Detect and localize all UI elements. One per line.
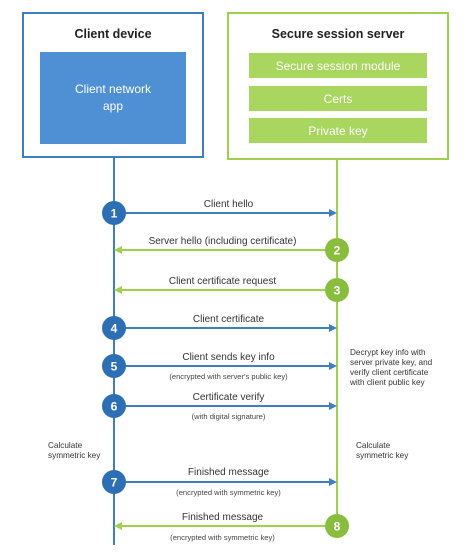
- step-circle-6: [102, 394, 126, 418]
- sublabel-step-5: (encrypted with server's public key): [169, 372, 288, 381]
- label-step-4: Client certificate: [192, 314, 265, 325]
- label-step-2: Server hello (including certificate): [148, 236, 297, 247]
- step-circle-5: [102, 354, 126, 378]
- arrowhead-step-5: [329, 362, 337, 370]
- step-number-8: 8: [334, 520, 341, 534]
- client-app-line-1: Client network: [74, 82, 152, 96]
- certs-box: Certs: [249, 86, 427, 111]
- client-network-app-box: Client network app: [40, 52, 186, 144]
- arrowhead-step-1: [329, 209, 337, 217]
- step-number-5: 5: [111, 360, 118, 374]
- label-step-1: Client hello: [203, 199, 254, 210]
- sublabel-step-8: (encrypted with symmetric key): [170, 533, 275, 542]
- step-number-1: 1: [111, 207, 118, 221]
- sublabel-step-6: (with digital signature): [191, 412, 266, 421]
- label-step-8: Finished message: [181, 512, 264, 523]
- server-calculate-note-line-1: Calculate: [356, 441, 391, 450]
- arrowhead-step-4: [329, 324, 337, 332]
- step-circle-8: [325, 514, 349, 538]
- label-step-7: Finished message: [187, 467, 270, 478]
- step-number-3: 3: [334, 284, 341, 298]
- private-key-box: Private key: [249, 118, 427, 143]
- step-number-2: 2: [334, 244, 341, 258]
- step-circle-3: [325, 278, 349, 302]
- arrowhead-step-6: [329, 402, 337, 410]
- step-circle-1: [102, 201, 126, 225]
- step-circle-4: [102, 316, 126, 340]
- step-number-6: 6: [111, 400, 118, 414]
- label-step-5: Client sends key info: [182, 352, 275, 363]
- client-calculate-note: Calculate symmetric key: [48, 441, 110, 461]
- client-device-title: Client device: [74, 27, 152, 41]
- arrowhead-step-2: [114, 246, 122, 254]
- client-app-line-2: app: [102, 99, 124, 113]
- server-decrypt-note-line-4: with client public key: [350, 378, 425, 387]
- server-decrypt-note-line-2: server private key, and: [350, 358, 433, 367]
- step-circle-7: [102, 470, 126, 494]
- arrowhead-step-7: [329, 478, 337, 486]
- step-number-7: 7: [111, 476, 118, 490]
- step-circle-2: [325, 238, 349, 262]
- step-number-4: 4: [111, 322, 118, 336]
- server-calculate-note: Calculate symmetric key: [356, 441, 436, 461]
- label-step-3: Client certificate request: [168, 276, 277, 287]
- arrowhead-step-3: [114, 286, 122, 294]
- label-step-6: Certificate verify: [192, 392, 265, 403]
- arrowhead-step-8: [114, 522, 122, 530]
- server-calculate-note-line-2: symmetric key: [356, 451, 409, 460]
- client-calculate-note-line-1: Calculate: [48, 441, 83, 450]
- server-title: Secure session server: [271, 27, 405, 41]
- sublabel-step-7: (encrypted with symmetric key): [176, 488, 281, 497]
- server-decrypt-note-line-3: verify client certificate: [350, 368, 429, 377]
- server-decrypt-note: Decrypt key info with server private key…: [350, 348, 472, 388]
- client-calculate-note-line-2: symmetric key: [48, 451, 101, 460]
- secure-session-module-box: Secure session module: [249, 53, 427, 78]
- server-decrypt-note-line-1: Decrypt key info with: [350, 348, 426, 357]
